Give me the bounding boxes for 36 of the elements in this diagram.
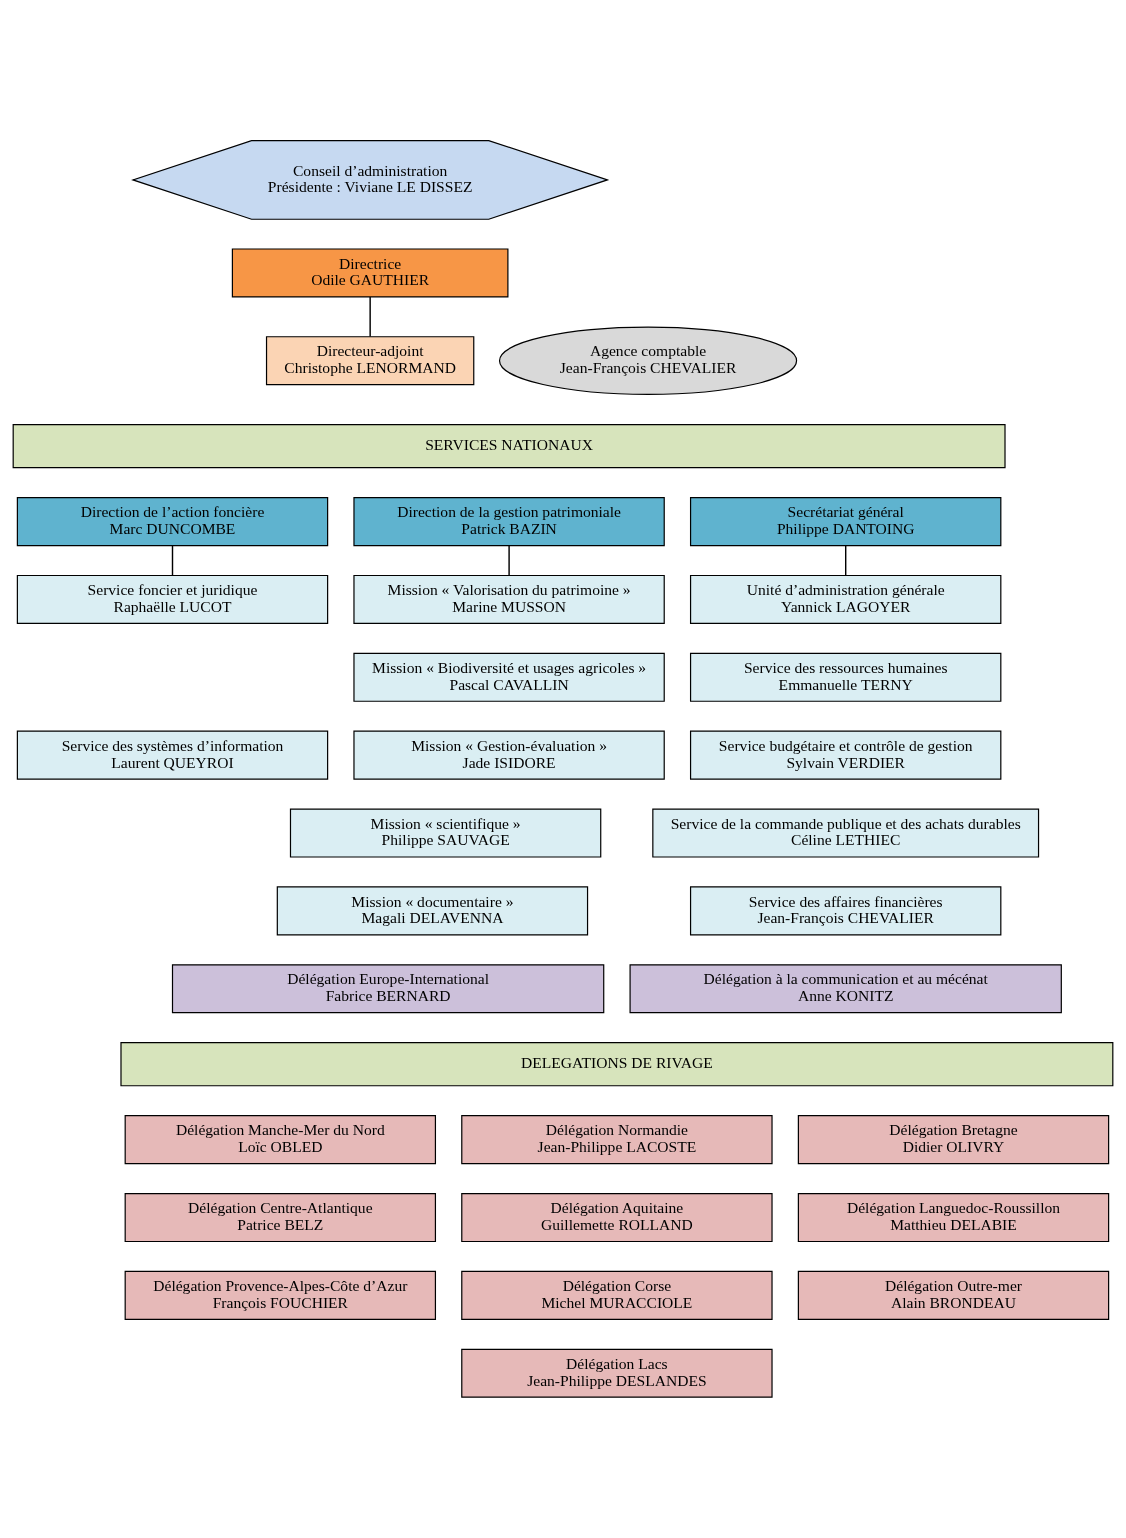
- node-box: DELEGATIONS DE RIVAGE: [120, 1042, 1114, 1087]
- node-box: Mission « Gestion-évaluation » Jade ISIDORE: [353, 730, 665, 780]
- node-box: Délégation Normandie Jean-Philippe LACOSTE: [461, 1115, 773, 1165]
- connector: [171, 545, 174, 577]
- node-box: Délégation Languedoc-Roussillon Matthieu DELABIE: [797, 1192, 1110, 1243]
- node-box: Mission « Biodiversité et usages agricoles » Pascal CAVALLIN: [353, 652, 665, 702]
- node-box: Mission « scientifique » Philippe SAUVAGE: [289, 808, 602, 858]
- node-box: Mission « Valorisation du patrimoine » Marine MUSSON: [353, 574, 665, 624]
- node-box: Service des ressources humaines Emmanuelle TERNY: [689, 652, 1002, 702]
- node-box: Direction de la gestion patrimoniale Patrick BAZIN: [353, 497, 665, 547]
- node-box: Service foncier et juridique Raphaëlle LUCOT: [16, 574, 329, 624]
- node-box: Délégation Bretagne Didier OLIVRY: [797, 1115, 1110, 1165]
- node-box: Délégation à la communication et au mécénat Anne KONITZ: [629, 964, 1062, 1014]
- node-box: Délégation Corse Michel MURACCIOLE: [461, 1270, 773, 1320]
- node-box: Délégation Centre-Atlantique Patrice BELZ: [124, 1192, 437, 1243]
- node-box: Directeur-adjoint Christophe LENORMAND: [265, 336, 475, 386]
- node-box: Service des affaires financières Jean-François CHEVALIER: [689, 886, 1002, 936]
- connector: [844, 545, 847, 577]
- node-box: Mission « documentaire » Magali DELAVENNA: [276, 886, 589, 936]
- node-box: Délégation Lacs Jean-Philippe DESLANDES: [461, 1348, 773, 1398]
- node-box: Service de la commande publique et des achats durables Céline LETHIEC: [652, 808, 1040, 858]
- connector: [508, 545, 510, 577]
- node-box: Secrétariat général Philippe DANTOING: [689, 497, 1002, 547]
- node-box: Délégation Outre-mer Alain BRONDEAU: [797, 1270, 1110, 1320]
- node-box: Directrice Odile GAUTHIER: [231, 248, 509, 298]
- node-box: SERVICES NATIONAUX: [12, 423, 1006, 469]
- node-box: Délégation Provence-Alpes-Côte d’Azur François FOUCHIER: [124, 1270, 437, 1320]
- node-box: Service budgétaire et contrôle de gestion Sylvain VERDIER: [689, 730, 1002, 780]
- node-ellipse: Agence comptable Jean-François CHEVALIER: [498, 326, 798, 395]
- node-box: Unité d’administration générale Yannick LAGOYER: [689, 574, 1002, 624]
- node-box: Délégation Manche-Mer du Nord Loïc OBLED: [124, 1115, 437, 1165]
- node-box: Délégation Europe-International Fabrice BERNARD: [171, 964, 605, 1014]
- node-box: Délégation Aquitaine Guillemette ROLLAND: [461, 1192, 773, 1243]
- connector: [369, 296, 371, 338]
- node-box: Service des systèmes d’information Laurent QUEYROI: [16, 730, 329, 780]
- node-box: Direction de l’action foncière Marc DUNCOMBE: [16, 497, 329, 547]
